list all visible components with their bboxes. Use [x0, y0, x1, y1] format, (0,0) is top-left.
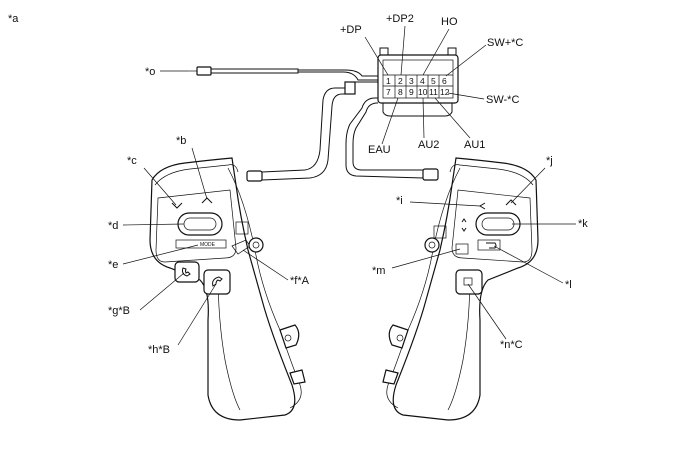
- callout-c: *c: [127, 155, 137, 167]
- callout-e: *e: [108, 259, 118, 271]
- pin-10: 10: [418, 87, 428, 97]
- callout-i: *i: [396, 195, 403, 207]
- pin-8: 8: [398, 87, 403, 97]
- pin-5: 5: [431, 76, 436, 86]
- callout-m: *m: [372, 265, 385, 277]
- pin-7: 7: [386, 87, 391, 97]
- terminal-ho-label: HO: [441, 16, 458, 28]
- pin-9: 9: [409, 87, 414, 97]
- callout-n: *n*C: [500, 339, 523, 351]
- connector: [377, 47, 459, 117]
- callout-l: *l: [565, 279, 572, 291]
- callout-o: *o: [145, 66, 155, 78]
- callout-d: *d: [108, 220, 118, 232]
- figure-label: *a: [8, 13, 19, 25]
- terminal-au2-label: AU2: [418, 139, 439, 151]
- terminal-swplus-label: SW+*C: [487, 37, 523, 49]
- connector-pins: 1 2 3 4 5 6 7 8 9 10 11 12: [386, 76, 450, 97]
- pin-4: 4: [420, 76, 425, 86]
- terminal-dp-label: +DP: [340, 24, 362, 36]
- terminal-labels: +DP +DP2 HO SW+*C SW-*C EAU AU2 AU1: [340, 13, 523, 156]
- pin-1: 1: [386, 76, 391, 86]
- terminal-au1-label: AU1: [464, 139, 485, 151]
- pin-3: 3: [409, 76, 414, 86]
- pin-12: 12: [440, 87, 450, 97]
- mode-button-text: MODE: [200, 242, 216, 248]
- terminal-dp2-label: +DP2: [386, 13, 414, 25]
- callout-b: *b: [176, 135, 186, 147]
- pin-11: 11: [429, 87, 438, 97]
- wire-harness: [188, 66, 439, 182]
- callouts: *o *b *c *d *e *f*A *g*B *h*B *i *j *k *…: [108, 66, 588, 356]
- right-steering-switch: [382, 157, 539, 421]
- left-steering-switch: MODE: [149, 157, 306, 421]
- callout-f: *f*A: [290, 275, 310, 287]
- callout-j: *j: [546, 155, 553, 167]
- callout-k: *k: [578, 218, 588, 230]
- terminal-eau-label: EAU: [368, 144, 391, 156]
- pin-2: 2: [398, 76, 403, 86]
- callout-g: *g*B: [108, 305, 130, 317]
- callout-h: *h*B: [148, 344, 170, 356]
- terminal-swminus-label: SW-*C: [486, 94, 519, 106]
- pin-6: 6: [442, 76, 447, 86]
